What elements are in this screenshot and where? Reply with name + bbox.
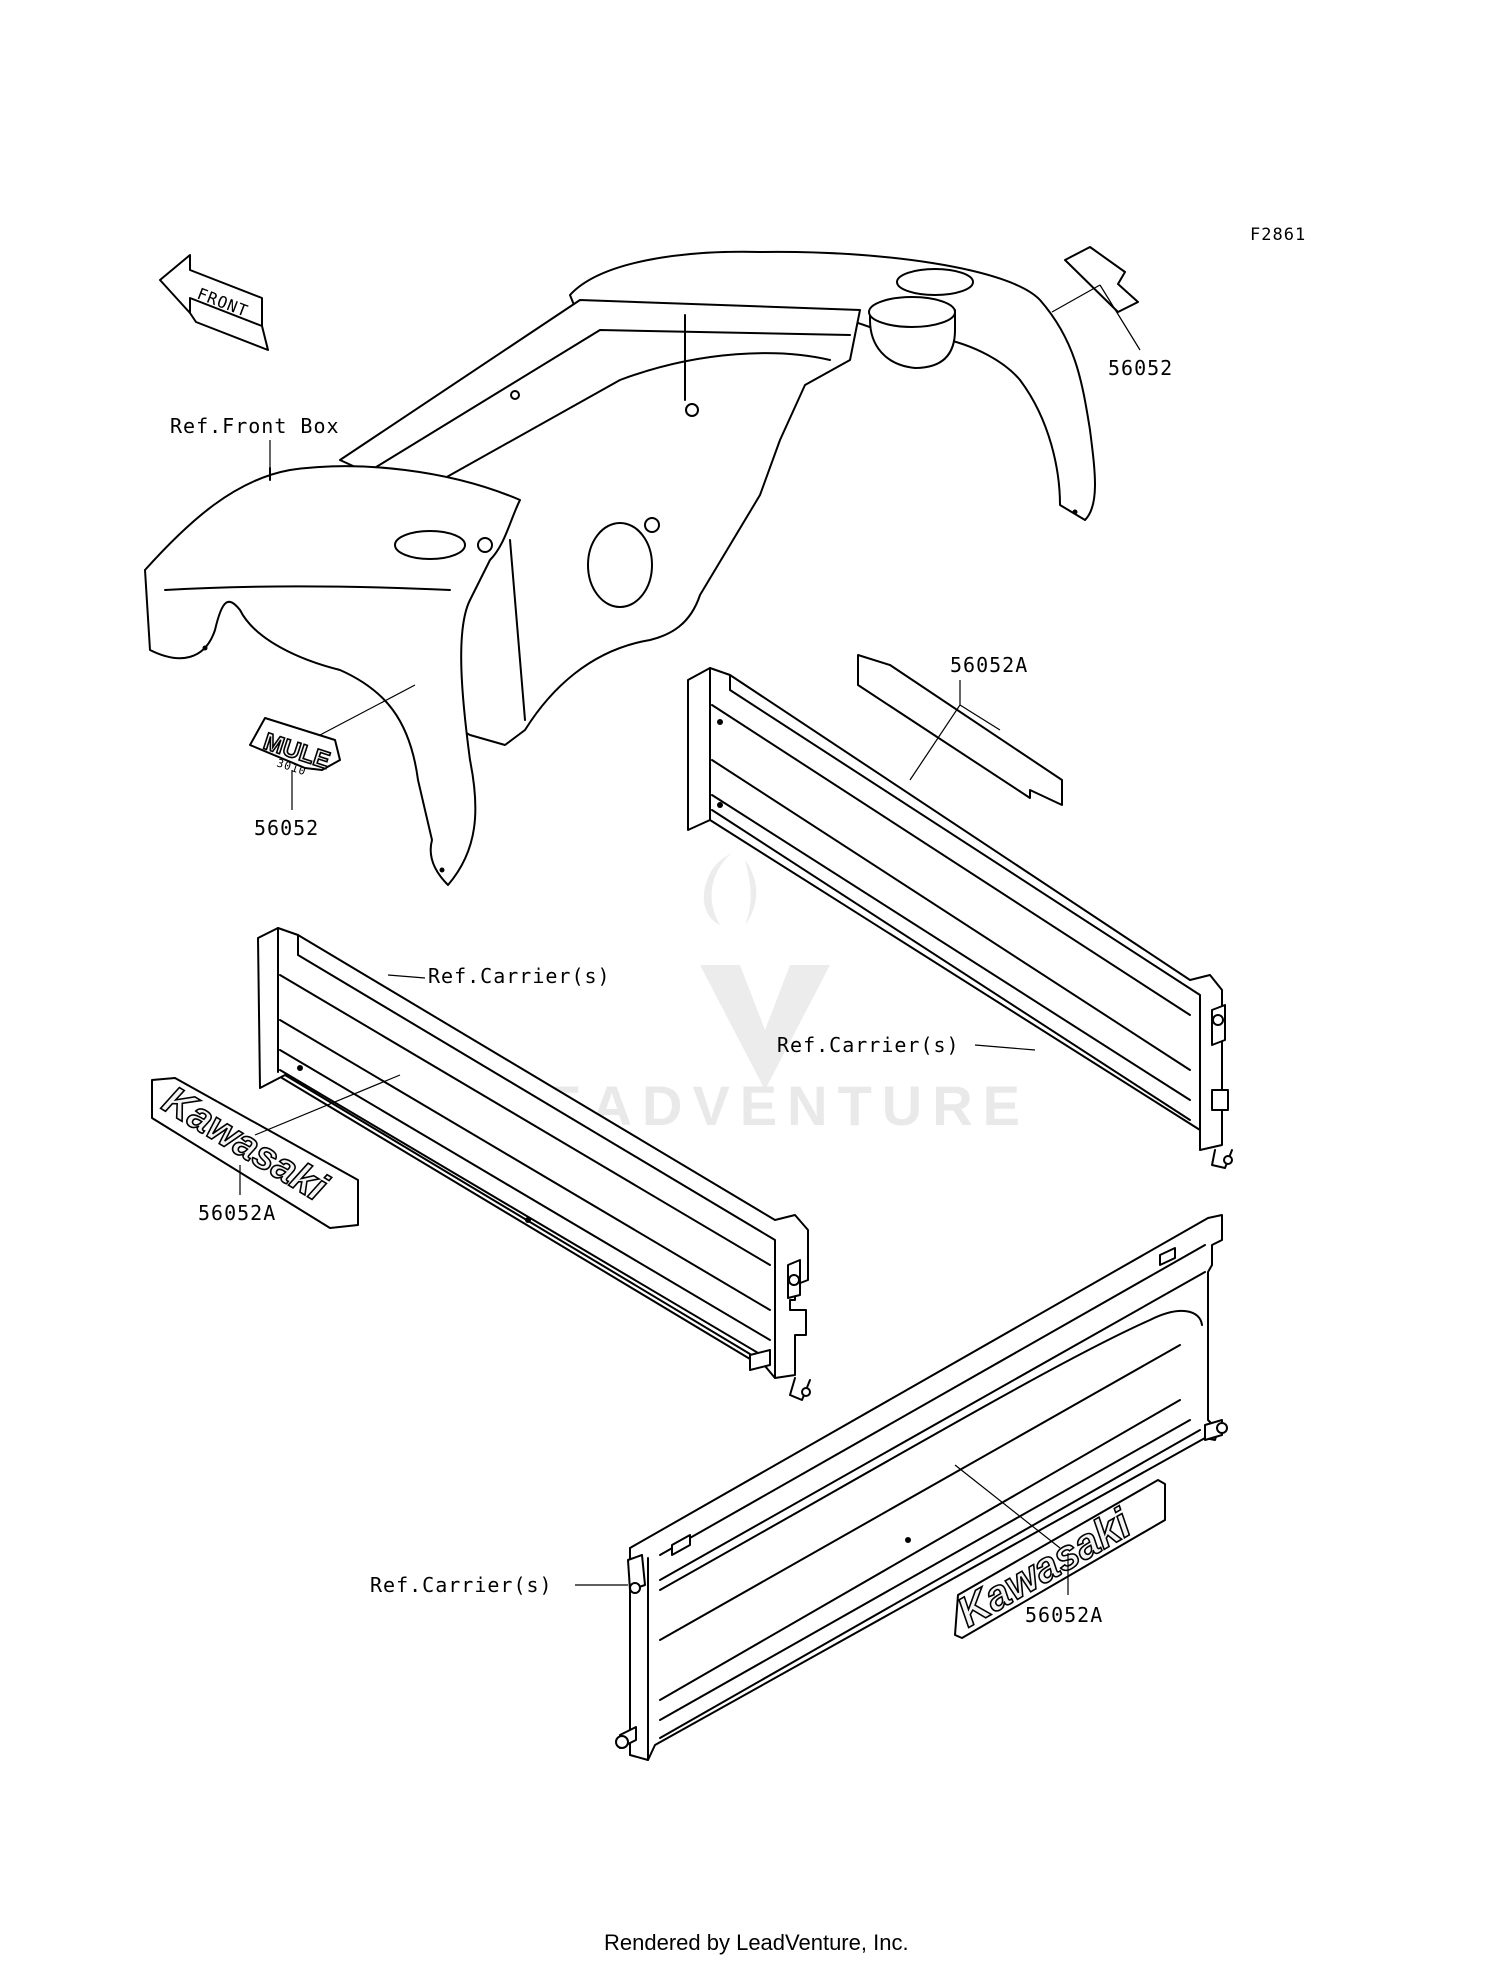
part-56052a-left-label: 56052A (198, 1201, 276, 1225)
figure-code: F2861 (1250, 225, 1306, 245)
part-56052-left-label: 56052 (254, 816, 319, 840)
carrier-panel-right (687, 667, 1233, 1169)
ref-front-box-label: Ref.Front Box (170, 414, 340, 438)
decal-56052-top-leader (1051, 284, 1141, 351)
fender-cap (896, 268, 974, 296)
front-box (144, 250, 1096, 886)
watermark-v-icon (700, 965, 830, 1090)
mule-decal-leader (319, 684, 416, 736)
decal-kawasaki-left-leader (254, 1074, 401, 1136)
decal-56052a-top: 56052A (857, 653, 1063, 806)
fender-cap-front (394, 530, 466, 560)
ref-carrier-left-leader (387, 974, 426, 979)
box-hole (587, 522, 653, 608)
part-56052a-bottom-label: 56052A (1025, 1603, 1103, 1627)
ref-carrier-right-leader (974, 1044, 1036, 1051)
part-56052a-top-label: 56052A (950, 653, 1028, 677)
watermark-flame-icon (703, 850, 757, 925)
part-56052-top-label: 56052 (1108, 356, 1173, 380)
footer-credit: Rendered by LeadVenture, Inc. (604, 1930, 909, 1955)
front-arrow-icon: FRONT (159, 254, 269, 351)
ref-carrier-left-label: Ref.Carrier(s) (428, 964, 611, 988)
ref-carrier-right-label: Ref.Carrier(s) (777, 1033, 960, 1057)
carrier-panel-left (257, 927, 811, 1401)
decal-kawasaki-bottom-leader (954, 1464, 1061, 1549)
decal-56052-top: 56052 (1051, 246, 1173, 380)
kawasaki-left-text: Kawasaki (155, 1078, 335, 1210)
ref-carrier-bottom-label: Ref.Carrier(s) (370, 1573, 553, 1597)
carrier-panel-bottom (615, 1214, 1228, 1761)
decal-mule: MULE 3010 56052 (249, 684, 416, 840)
decal-56052a-top-leader (909, 680, 1001, 781)
